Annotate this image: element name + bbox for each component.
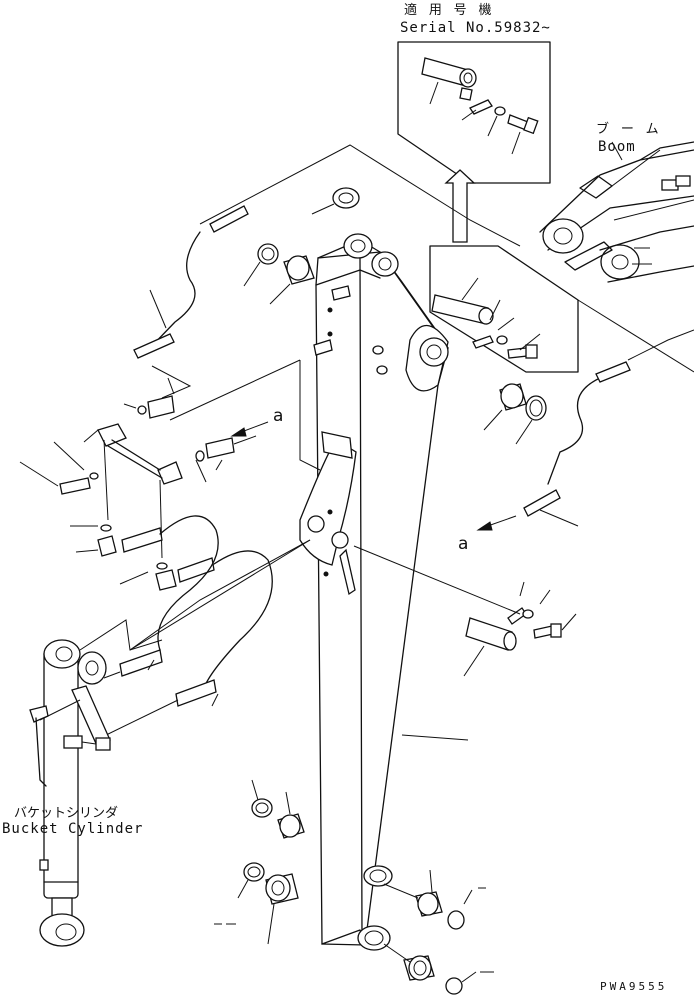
standard-washer	[496, 335, 508, 345]
serial-variant-callout	[397, 41, 551, 184]
leader-line	[487, 115, 498, 137]
bucket-cylinder-label-jp: バケットシリンダ	[14, 806, 119, 821]
leader-line	[129, 539, 311, 651]
mid-pin-assembly	[463, 581, 577, 677]
reference-mark-a-lower: a	[458, 534, 469, 554]
standard-pin-callout	[429, 245, 579, 373]
boom-label-jp: ブ ー ム	[596, 122, 661, 137]
leader-line	[519, 333, 541, 351]
leader-line	[511, 131, 521, 155]
serial-label-en: Serial No.59832~	[400, 20, 551, 36]
lower-bushings	[214, 779, 494, 995]
leader-line	[489, 299, 501, 321]
standard-plate	[472, 335, 494, 349]
arm	[299, 233, 449, 951]
leader-line	[611, 141, 623, 161]
hydraulic-hoses	[19, 144, 694, 739]
bucket-cylinder-label-en: Bucket Cylinder	[2, 821, 144, 837]
variant-pin	[421, 57, 477, 101]
serial-label-jp: 適 用 号 機	[404, 3, 494, 18]
leader-line	[461, 277, 479, 301]
leader-line	[461, 109, 477, 121]
up-arrow	[444, 169, 476, 243]
leader-line	[497, 317, 515, 331]
variant-bolt	[507, 114, 539, 135]
leader-line	[401, 734, 469, 741]
standard-pin	[431, 294, 494, 325]
pin-axis-line	[353, 545, 521, 615]
top-bushings	[243, 187, 360, 305]
leader-line	[429, 81, 439, 105]
standard-bolt	[507, 344, 538, 359]
boom-label-en: Boom	[598, 139, 636, 155]
drawing-code: PWA9555	[600, 980, 668, 993]
bucket-cylinder	[29, 639, 111, 947]
reference-arrow-lower	[476, 515, 517, 531]
reference-arrow-upper	[230, 421, 269, 437]
right-bushings	[483, 383, 547, 445]
variant-washer	[494, 106, 506, 116]
boom-partial	[539, 141, 694, 283]
reference-mark-a-upper: a	[273, 406, 284, 426]
